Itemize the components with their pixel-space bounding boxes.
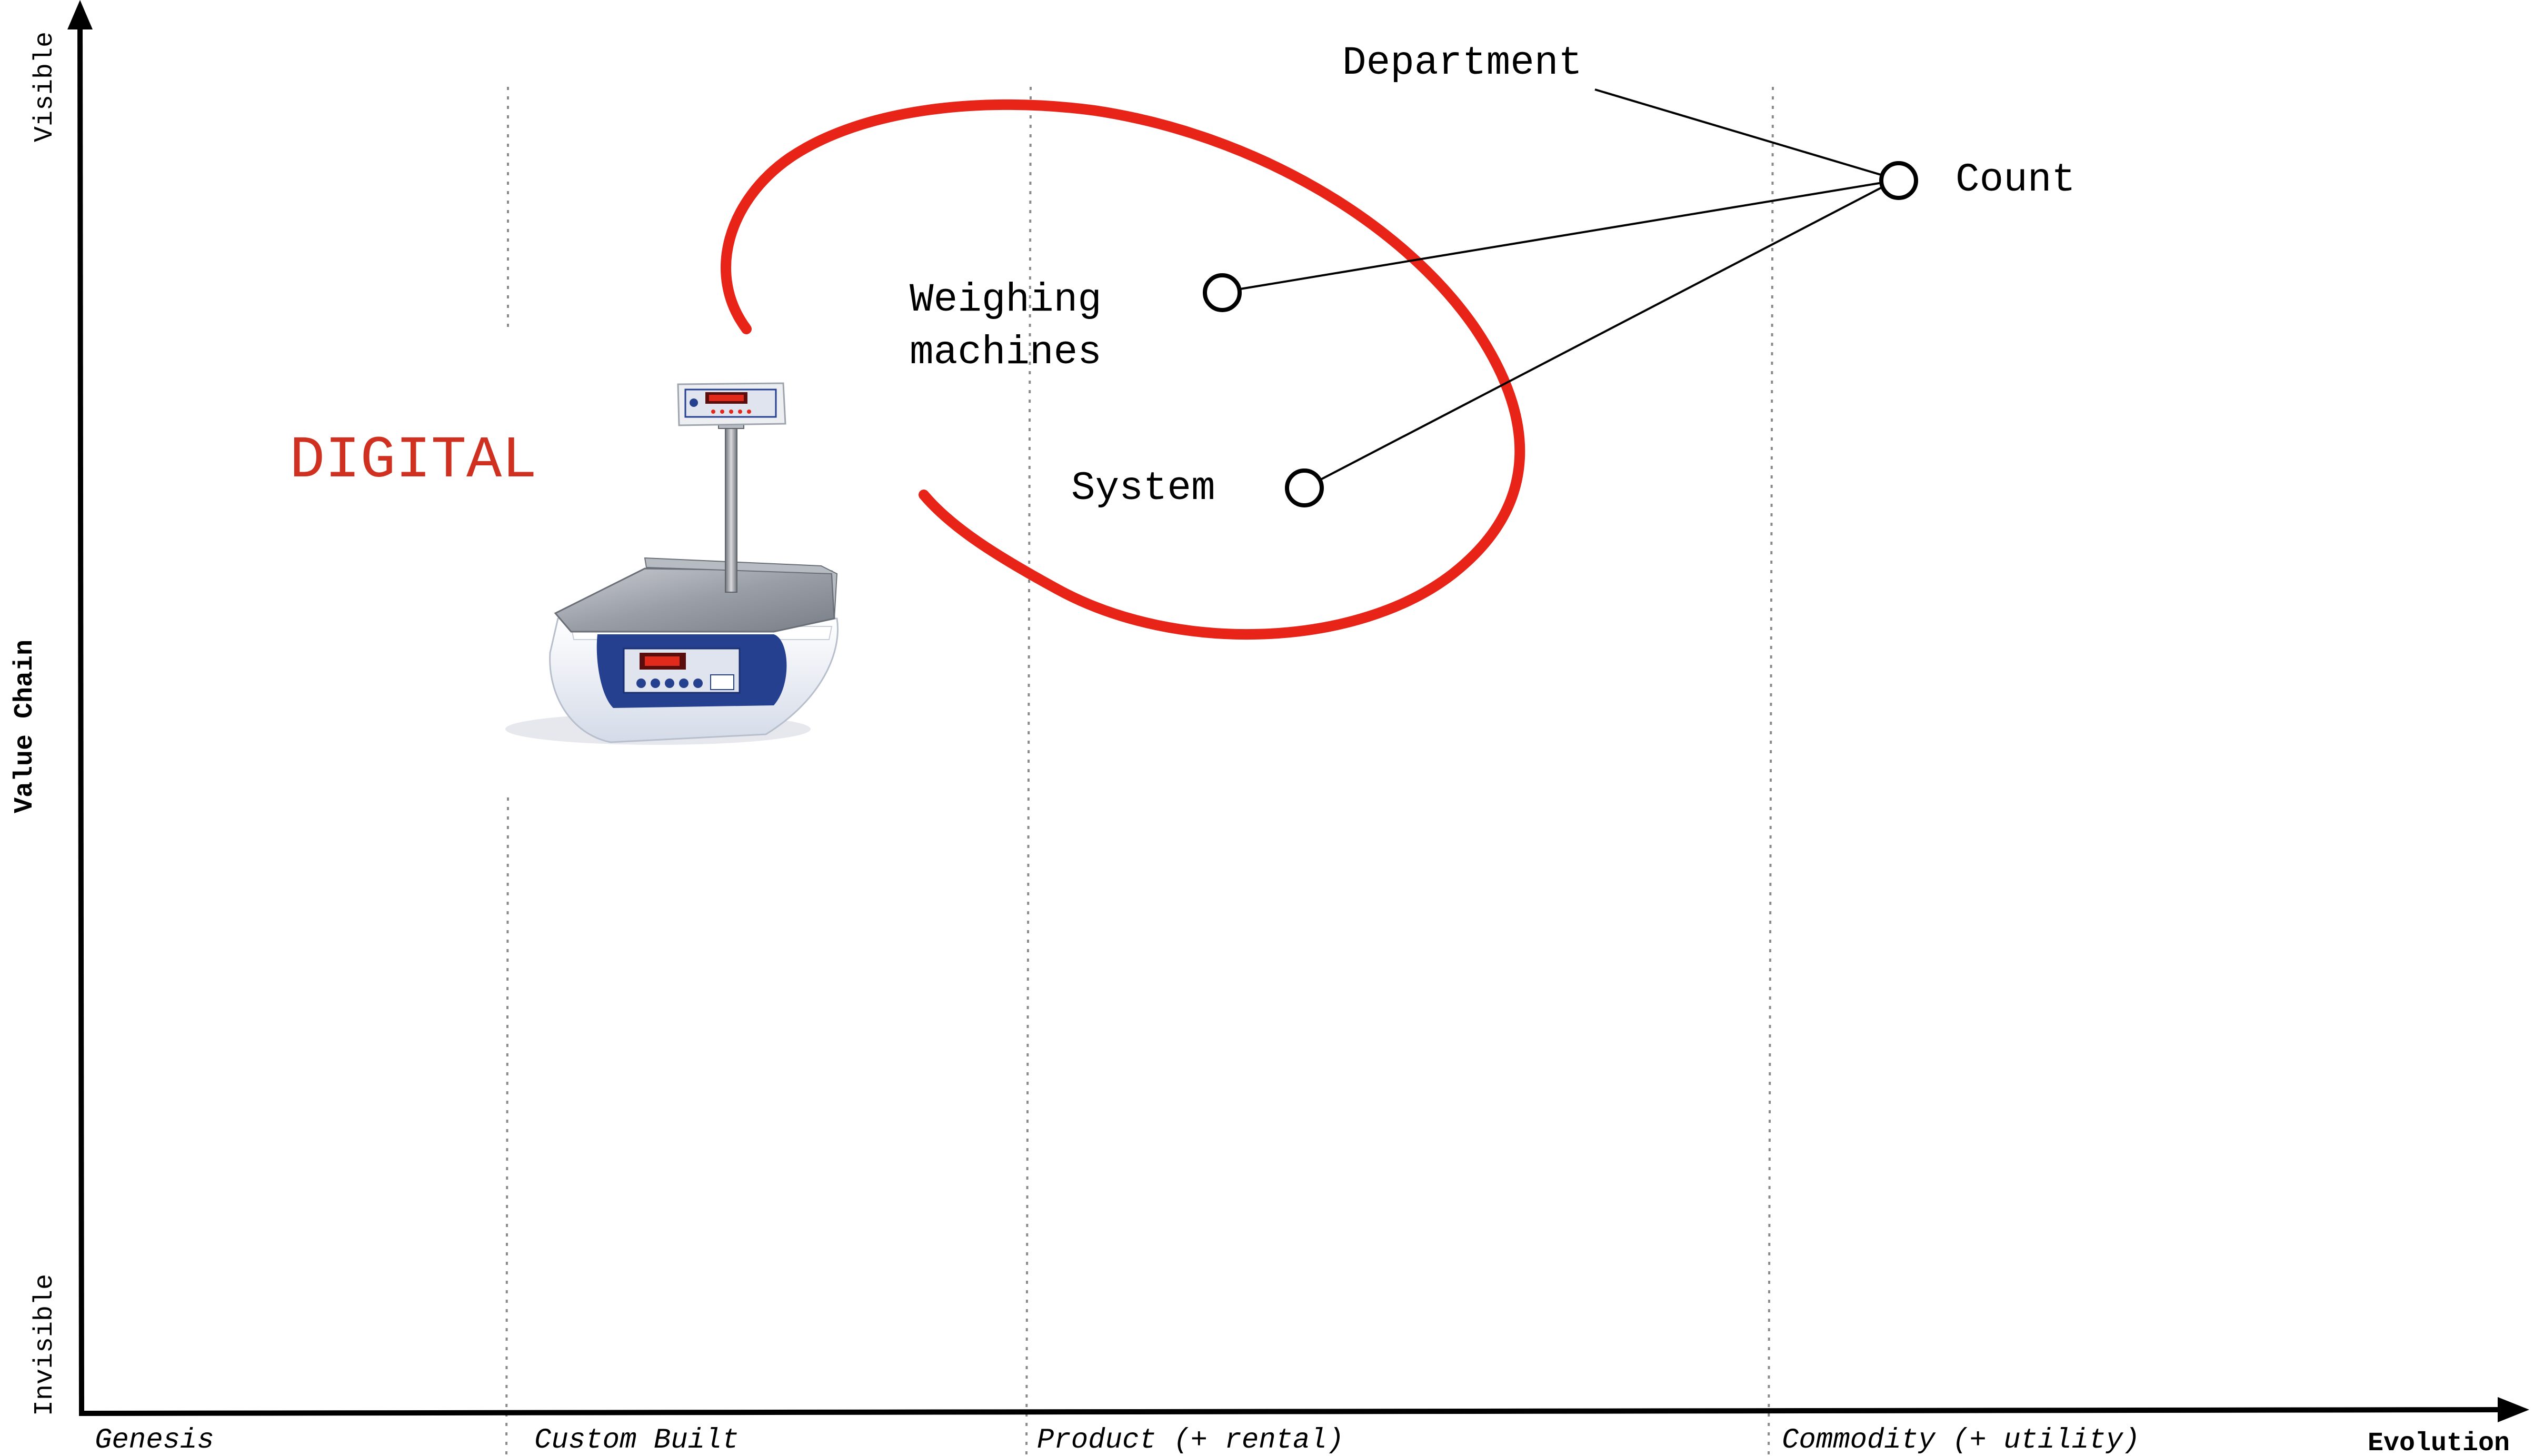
system-label: System: [1071, 466, 1215, 511]
weighing-machines-node[interactable]: [1203, 273, 1242, 312]
stage-label-commodity: Commodity (+ utility): [1782, 1424, 2140, 1456]
count-label: Count: [1956, 157, 2076, 203]
digital-annotation: DIGITAL: [290, 427, 537, 494]
weighing-machines-label-line2: machines: [910, 330, 1102, 375]
stage-label-genesis: Genesis: [95, 1424, 214, 1456]
highlight-loop: [721, 99, 1525, 640]
digital-weighing-scale-image: [505, 382, 839, 745]
stage-label-product: Product (+ rental): [1037, 1424, 1344, 1456]
link-count-weighing-machines: [1221, 179, 1895, 293]
x-axis-title: Evolution: [2368, 1429, 2510, 1456]
y-axis-top-label: Visible: [30, 32, 60, 142]
highlight-loop-texture: [727, 101, 1525, 639]
count-node[interactable]: [1879, 161, 1918, 200]
divider-commodity: [1768, 86, 1774, 1456]
system-node[interactable]: [1285, 468, 1324, 507]
y-axis-arrowhead: [67, 0, 93, 29]
stage-labels: Genesis Custom Built Product (+ rental) …: [95, 1424, 2140, 1456]
stage-label-custom-built: Custom Built: [534, 1424, 739, 1456]
axes: [67, 0, 2529, 1422]
y-axis-line: [77, 21, 84, 1417]
stage-dividers: [505, 86, 1774, 1456]
y-axis-title: Value Chain: [10, 640, 40, 813]
divider-custom-built-lower: [505, 797, 509, 1456]
weighing-machines-label-line1: Weighing: [910, 277, 1102, 323]
department-label: Department: [1342, 41, 1582, 86]
divider-product: [1025, 86, 1032, 1456]
link-count-system: [1306, 179, 1895, 488]
y-axis-bottom-label: Invisible: [30, 1274, 60, 1416]
link-department-count: [1594, 88, 1895, 180]
x-axis-arrowhead: [2498, 1397, 2529, 1422]
x-axis-line: [78, 1407, 2501, 1416]
map-links: [1221, 88, 1895, 488]
